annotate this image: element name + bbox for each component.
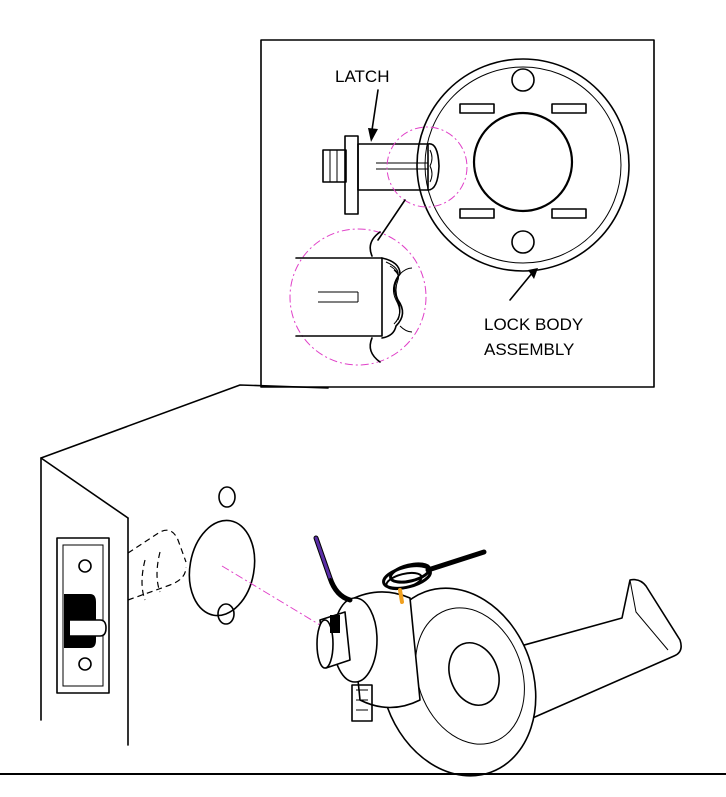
lock-body-top-hole <box>511 68 535 92</box>
latch-arrowhead <box>368 128 378 142</box>
latch-side-view <box>322 135 440 215</box>
lock-body-bottom-hole <box>511 230 535 254</box>
cable-tag-orange <box>398 588 404 604</box>
alignment-centerline <box>221 565 326 629</box>
lock-body-slot <box>551 208 587 219</box>
magnified-housing <box>295 257 383 337</box>
latch-tail <box>427 143 440 191</box>
lock-body-slot <box>459 103 495 114</box>
door-edge-faceplate <box>56 537 110 694</box>
lock-body-front-view <box>416 58 630 272</box>
latch-label: LATCH <box>335 67 389 86</box>
mounting-hole-bottom <box>217 603 235 625</box>
inset-frame <box>260 39 655 388</box>
wire-lead-purple <box>314 536 332 580</box>
latch-bolt <box>322 149 347 183</box>
lock-body-slot <box>459 208 495 219</box>
lock-body-slot <box>551 103 587 114</box>
latch-housing <box>357 143 429 191</box>
door <box>40 384 329 746</box>
faceplate-screw-bottom <box>78 657 92 671</box>
lock-body-center-bore <box>472 111 574 213</box>
lock-body-leader-line <box>509 271 534 301</box>
faceplate-screw-top <box>78 559 92 573</box>
callout-circle-large <box>289 228 427 366</box>
lever-hub <box>448 642 500 706</box>
lock-body-label-line1: LOCK BODY <box>484 315 583 334</box>
chassis-clip <box>351 684 373 722</box>
lock-body-arrowhead <box>528 268 538 279</box>
hidden-bore-top <box>127 529 187 563</box>
cable-lead <box>425 549 487 573</box>
door-top-edge <box>40 384 329 721</box>
cross-bore <box>188 519 256 617</box>
coiled-cable <box>382 549 487 604</box>
lock-body-outer-ring <box>416 58 630 272</box>
wire-lead-black <box>313 535 353 603</box>
lock-body-label-line2: ASSEMBLY <box>484 340 574 359</box>
door-corner <box>40 457 129 519</box>
lock-body-inner-ring <box>424 66 622 264</box>
lever-lockset <box>313 535 682 777</box>
callout-circle-small <box>386 126 468 208</box>
magnified-detail <box>289 228 427 366</box>
mounting-hole-top <box>218 486 236 508</box>
hidden-bore-bottom <box>127 566 187 601</box>
latch-leader-line <box>371 89 379 131</box>
callout-connector <box>377 199 406 241</box>
latch-faceplate <box>344 135 359 215</box>
detail-inset: LATCH LOCK BODY ASSEMBLY <box>260 39 655 388</box>
